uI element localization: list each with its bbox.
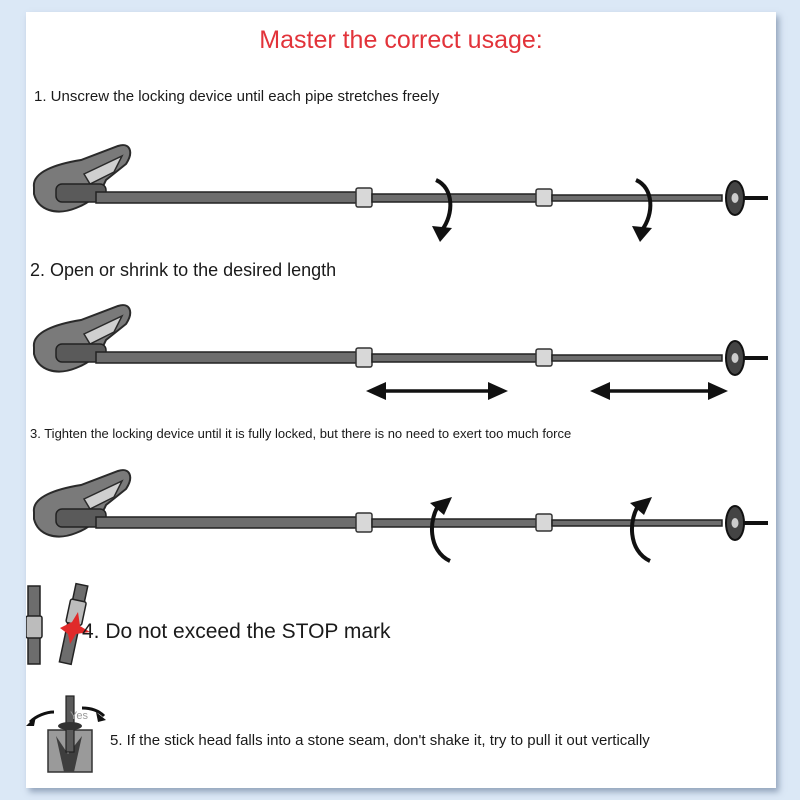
step-1-text: 1. Unscrew the locking device until each…	[34, 88, 440, 105]
double-arrow-icon	[366, 382, 728, 400]
pole-extend-illustration	[32, 304, 768, 400]
pole-tip-icon	[725, 180, 768, 216]
page-title: Master the correct usage:	[259, 26, 543, 54]
stop-mark-icon	[60, 612, 90, 644]
yes-label: Yes	[70, 710, 88, 722]
step-3-text: 3. Tighten the locking device until it i…	[30, 426, 572, 441]
pole-unscrew-illustration	[32, 144, 768, 242]
pole-tighten-illustration	[32, 469, 768, 563]
instruction-card: Master the correct usage: 1. Unscrew the…	[26, 12, 776, 788]
stone-seam-illustration	[26, 695, 106, 773]
stop-mark-illustration	[26, 582, 90, 666]
step-2-text: 2. Open or shrink to the desired length	[30, 260, 337, 280]
pole-handle-icon	[32, 144, 132, 213]
rotate-arrow-icon	[435, 178, 653, 232]
step-5-text: 5. If the stick head falls into a stone …	[110, 732, 650, 749]
step-4-text: 4. Do not exceed the STOP mark	[82, 620, 391, 643]
tighten-arrow-icon	[429, 501, 651, 563]
